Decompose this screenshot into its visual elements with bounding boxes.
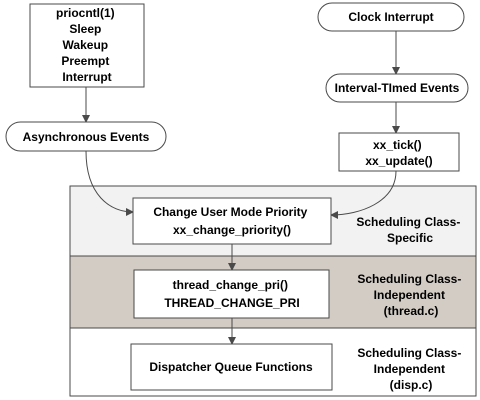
dispatcher-queue-functions-box: [130, 343, 333, 391]
arrow-tick-to-change-priority: [330, 170, 397, 219]
interval-timed-events-oval: [325, 73, 469, 103]
band-specific-line-2: Specific: [387, 231, 433, 245]
change-priority-line-1: Change User Mode Priority: [153, 205, 307, 219]
clock-interrupt-label: Clock Interrupt: [348, 10, 433, 24]
interval-timed-events-text: Interval-TImed Events: [335, 81, 460, 95]
band-independent-disp-line-2: Independent: [374, 362, 445, 376]
band-independent-thread-label: Scheduling Class- Independent (thread.c): [357, 272, 464, 318]
thread-change-line-1: thread_change_pri(): [173, 278, 288, 292]
prio-line-priocntl: priocntl(1): [56, 6, 115, 20]
asynchronous-events-text: Asynchronous Events: [23, 130, 150, 144]
band-specific-line-1: Scheduling Class-: [356, 215, 460, 229]
band-independent-disp-line-1: Scheduling Class-: [357, 346, 461, 360]
xx-update-text: xx_update(): [365, 154, 432, 168]
asynchronous-events-label: Asynchronous Events: [23, 130, 150, 144]
change-priority-label: Change User Mode Priority xx_change_prio…: [153, 205, 310, 237]
asynchronous-events-oval: [5, 121, 167, 152]
arrow-async-to-change-priority: [85, 150, 134, 216]
thread-change-pri-label: thread_change_pri() THREAD_CHANGE_PRI: [164, 278, 299, 310]
thread-change-pri-box: [133, 269, 330, 319]
band-independent-thread-line-1: Scheduling Class-: [357, 272, 461, 286]
change-priority-box: [132, 197, 332, 245]
prio-line-interrupt: Interrupt: [62, 70, 111, 84]
prio-line-preempt: Preempt: [61, 54, 109, 68]
change-priority-line-2: xx_change_priority(): [173, 223, 291, 237]
dispatcher-queue-functions-label: Dispatcher Queue Functions: [149, 360, 313, 374]
clock-interrupt-text: Clock Interrupt: [348, 10, 433, 24]
clock-interrupt-oval: [317, 2, 465, 32]
band-specific-label: Scheduling Class- Specific: [356, 215, 463, 245]
xx-tick-update-label: xx_tick() xx_update(): [365, 138, 432, 168]
band-independent-thread-line-3: (thread.c): [384, 304, 439, 318]
thread-change-line-2: THREAD_CHANGE_PRI: [164, 296, 299, 310]
xx-tick-update-box: [338, 132, 460, 172]
dispatcher-queue-functions-text: Dispatcher Queue Functions: [149, 360, 313, 374]
prio-line-sleep: Sleep: [69, 22, 101, 36]
prio-events-box: [29, 3, 145, 88]
band-independent-thread-line-2: Independent: [374, 288, 445, 302]
xx-tick-text: xx_tick(): [373, 138, 422, 152]
band-independent-disp-label: Scheduling Class- Independent (disp.c): [357, 346, 464, 392]
prio-events-label: priocntl(1) Sleep Wakeup Preempt Interru…: [56, 6, 118, 84]
band-independent-disp-line-3: (disp.c): [390, 378, 433, 392]
prio-line-wakeup: Wakeup: [63, 38, 109, 52]
interval-timed-events-label: Interval-TImed Events: [335, 81, 460, 95]
